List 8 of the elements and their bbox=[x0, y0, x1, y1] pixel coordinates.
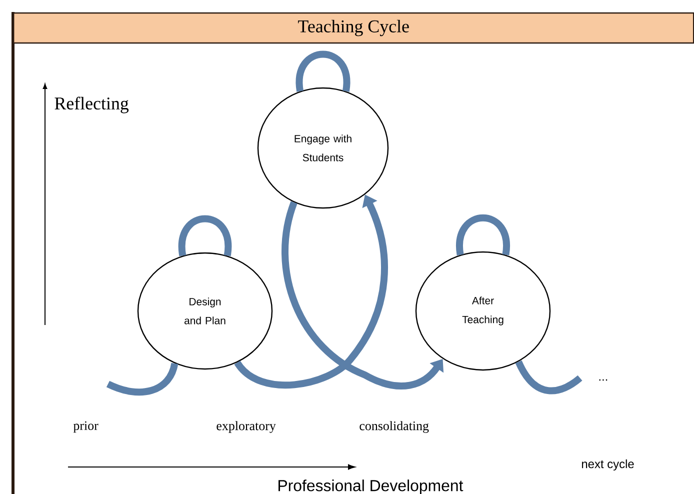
title-band: Teaching Cycle bbox=[13, 12, 694, 44]
stage-label: consolidating bbox=[360, 421, 429, 433]
stage-label: exploratory bbox=[216, 421, 276, 433]
continuation-mark: ... bbox=[599, 379, 608, 381]
axis-label: Reflecting bbox=[54, 96, 129, 114]
stage-label: prior bbox=[73, 421, 98, 433]
note-label: next cycle bbox=[582, 459, 634, 471]
axis-label: Professional Development bbox=[278, 480, 464, 494]
